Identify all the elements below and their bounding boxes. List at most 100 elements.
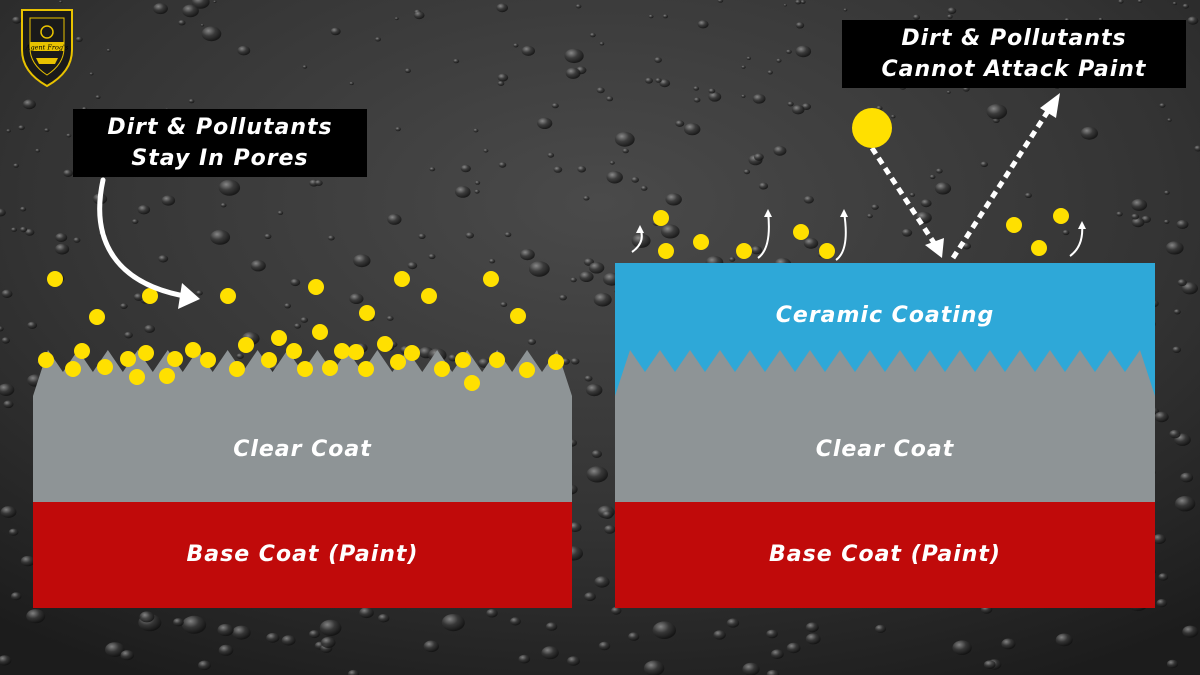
water-droplet xyxy=(551,103,559,109)
water-droplet xyxy=(73,237,81,243)
water-droplet xyxy=(1062,229,1070,236)
water-droplet xyxy=(913,14,920,20)
water-droplet xyxy=(105,642,125,657)
dirt-particle xyxy=(455,352,471,368)
dirt-particle xyxy=(238,337,254,353)
water-droplet xyxy=(986,104,1008,120)
water-droplet xyxy=(746,56,751,60)
water-droplet xyxy=(375,37,381,42)
water-droplet xyxy=(751,246,763,255)
water-droplet xyxy=(795,0,802,5)
water-droplet xyxy=(726,618,740,628)
dirt-particle xyxy=(271,330,287,346)
dirt-particle xyxy=(200,352,216,368)
water-droplet xyxy=(564,48,584,64)
water-droplet xyxy=(27,321,38,329)
water-droplet xyxy=(584,375,593,382)
dirt-particle xyxy=(421,288,437,304)
water-droplet xyxy=(1,289,13,298)
water-droplet xyxy=(236,353,244,360)
water-droplet xyxy=(314,180,323,186)
left-dirt-particles xyxy=(38,271,564,391)
water-droplet xyxy=(952,640,972,655)
water-droplet xyxy=(59,0,63,4)
left-callout-line1: Dirt & Pollutants xyxy=(107,115,333,140)
water-droplet xyxy=(947,14,953,19)
water-droplet xyxy=(0,208,6,217)
water-droplet xyxy=(460,164,471,173)
water-droplet xyxy=(1158,573,1169,581)
water-droplet xyxy=(662,14,669,19)
water-droplet xyxy=(161,195,176,206)
water-droplet xyxy=(429,167,436,172)
water-droplet xyxy=(786,49,792,54)
water-droplet xyxy=(708,92,722,102)
water-droplet xyxy=(773,145,787,156)
right-dirt-particles xyxy=(631,208,1086,261)
water-droplet xyxy=(264,233,272,239)
dirt-particle xyxy=(120,351,136,367)
water-droplet xyxy=(805,622,819,633)
dirt-particle xyxy=(74,343,90,359)
water-droplet xyxy=(929,174,936,180)
water-droplet xyxy=(359,607,374,619)
water-droplet xyxy=(453,58,460,64)
dirt-particle xyxy=(1006,217,1022,233)
water-droplet xyxy=(947,7,957,14)
dirt-particle xyxy=(297,361,313,377)
water-droplet xyxy=(395,127,401,132)
dirt-particle xyxy=(348,344,364,360)
water-droplet xyxy=(18,125,25,131)
water-droplet xyxy=(792,105,805,115)
left-base-coat-layer xyxy=(33,502,572,608)
water-droplet xyxy=(577,165,586,173)
water-droplet xyxy=(570,358,580,365)
right-clear-coat-pores xyxy=(615,350,1155,398)
water-droplet xyxy=(475,180,481,185)
water-droplet xyxy=(35,148,41,153)
water-droplet xyxy=(606,96,614,102)
water-droplet xyxy=(1166,659,1179,669)
water-droplet xyxy=(1181,282,1199,295)
water-droplet xyxy=(120,650,134,661)
water-droplet xyxy=(604,525,616,534)
water-droplet xyxy=(598,641,611,651)
water-droplet xyxy=(767,70,773,75)
water-droplet xyxy=(875,624,886,634)
dirt-particle xyxy=(129,369,145,385)
water-droplet xyxy=(541,646,559,660)
water-droplet xyxy=(729,257,736,262)
water-droplet xyxy=(640,185,648,191)
water-droplet xyxy=(665,193,682,206)
water-droplet xyxy=(294,323,302,329)
water-droplet xyxy=(1159,103,1166,108)
water-droplet xyxy=(752,94,766,104)
water-droplet xyxy=(6,129,11,133)
water-droplet xyxy=(20,206,27,212)
small-arrow-head xyxy=(1078,221,1086,229)
water-droplet xyxy=(645,77,653,84)
water-droplet xyxy=(717,0,724,3)
water-droplet xyxy=(766,629,778,639)
water-droplet xyxy=(281,635,296,646)
water-droplet xyxy=(0,655,12,666)
dirt-particle xyxy=(510,308,526,324)
water-droplet xyxy=(8,528,19,536)
water-droplet xyxy=(652,621,676,639)
right-layer-stack xyxy=(615,263,1155,608)
water-droplet xyxy=(11,227,17,232)
water-droplet xyxy=(583,195,590,201)
dirt-particle xyxy=(464,375,480,391)
water-droplet xyxy=(124,331,133,339)
water-droplet xyxy=(473,128,479,133)
water-droplet xyxy=(1080,126,1099,140)
water-droplet xyxy=(1194,145,1200,152)
water-droplet xyxy=(545,622,558,631)
dirt-particle xyxy=(489,352,505,368)
water-droplet xyxy=(284,303,291,309)
water-droplet xyxy=(843,8,848,12)
dirt-particle xyxy=(334,343,350,359)
water-droplet xyxy=(220,203,227,208)
water-droplet xyxy=(591,450,602,458)
